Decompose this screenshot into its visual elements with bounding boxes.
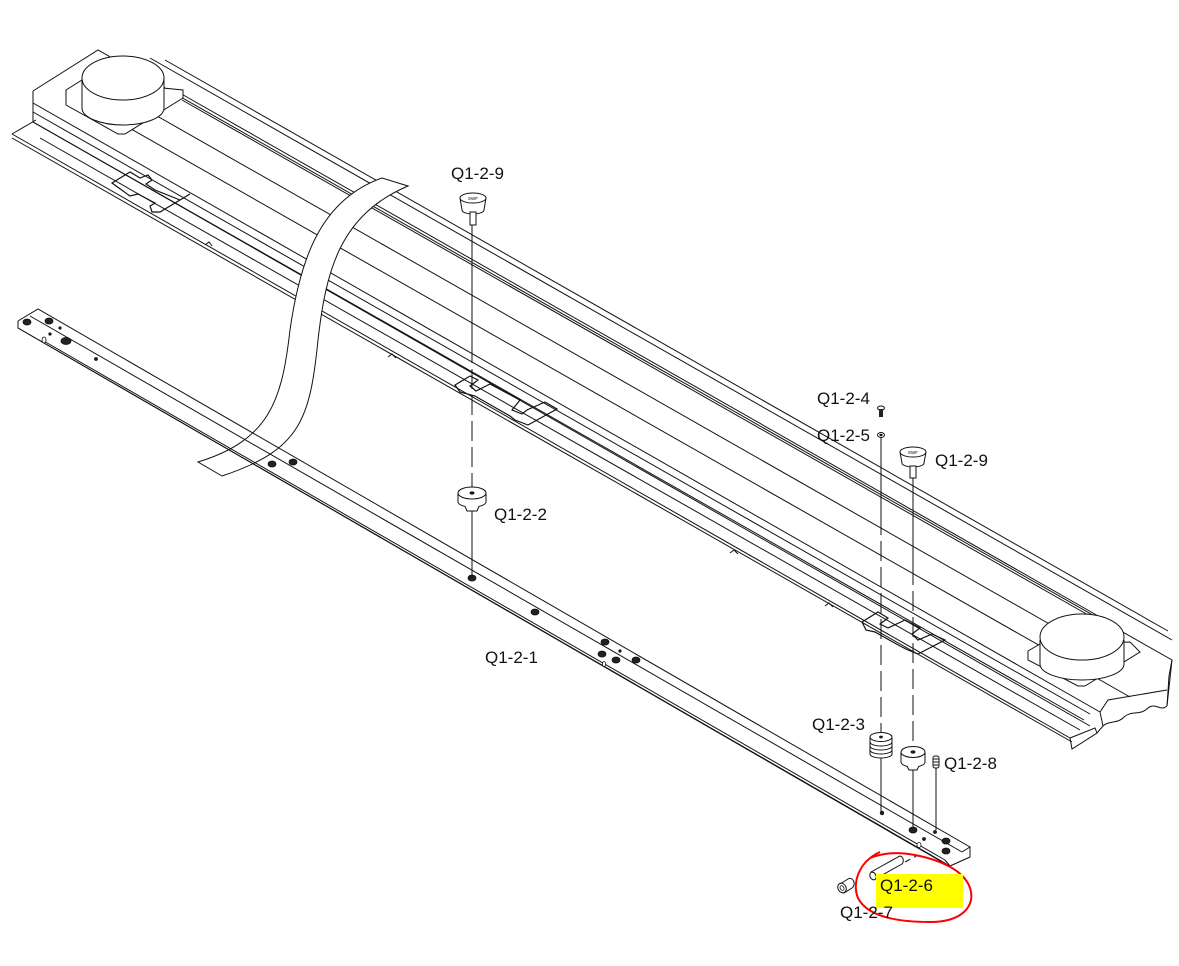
callout-q1-2-5: Q1-2-5 — [817, 426, 870, 445]
callout-q1-2-6-highlighted: Q1-2-6 — [876, 874, 963, 908]
main-beam — [11, 49, 1173, 750]
setscrew-q1-2-8 — [932, 755, 940, 769]
callout-q1-2-2: Q1-2-2 — [494, 505, 547, 524]
screw-q1-2-4 — [877, 405, 885, 417]
callout-q1-2-4: Q1-2-4 — [817, 389, 870, 408]
callout-q1-2-9-right: Q1-2-9 — [935, 451, 988, 470]
svg-text:SWF: SWF — [908, 450, 918, 455]
washer-q1-2-5 — [877, 432, 885, 438]
bushing-q1-2-7 — [837, 877, 855, 894]
callout-q1-2-9-top: Q1-2-9 — [451, 164, 504, 183]
callout-q1-2-7: Q1-2-7 — [840, 903, 893, 922]
rail-q1-2-1 — [17, 308, 971, 867]
callout-q1-2-3: Q1-2-3 — [812, 715, 865, 734]
red-annotation-circle — [854, 851, 973, 924]
knob-marking: SWF — [468, 196, 478, 201]
bumper-q1-2-3 — [869, 732, 893, 759]
break-line — [196, 177, 410, 477]
pin-q1-2-6 — [869, 855, 904, 881]
callout-q1-2-8: Q1-2-8 — [944, 754, 997, 773]
foot-q1-2-2 — [457, 486, 487, 512]
knob-q1-2-9-left: SWF — [459, 192, 487, 226]
knob-q1-2-9-right: SWF — [899, 446, 927, 479]
foot-right — [900, 746, 926, 771]
callout-q1-2-1: Q1-2-1 — [485, 648, 538, 667]
assembly-axes — [471, 225, 937, 863]
